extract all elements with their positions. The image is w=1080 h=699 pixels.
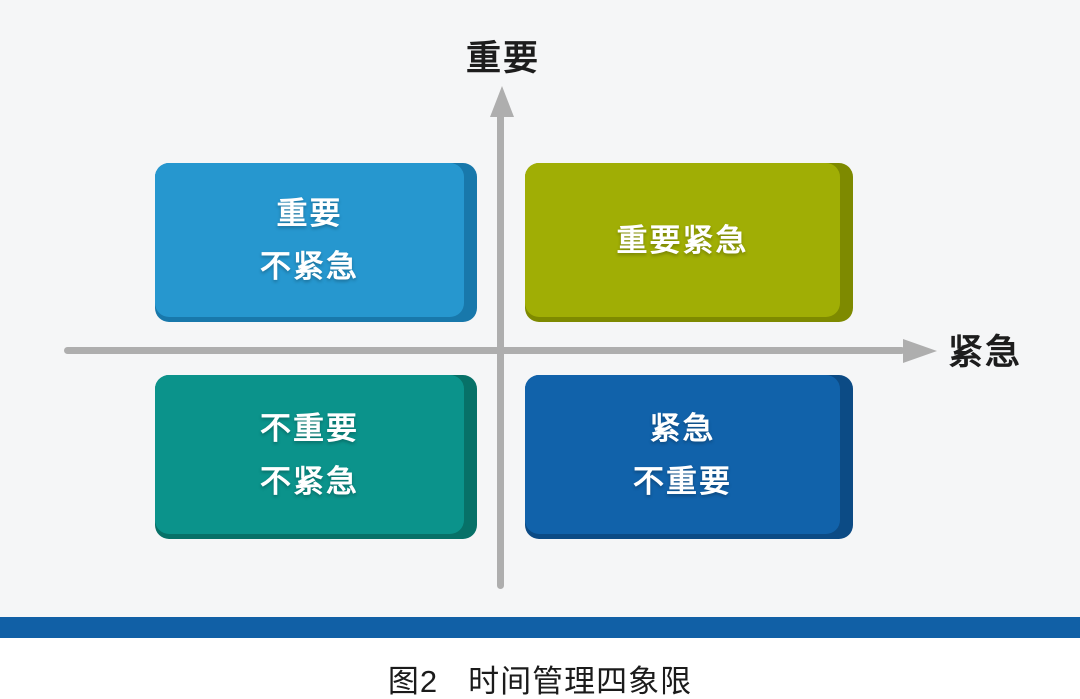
quadrant-label-line: 重要 (276, 196, 343, 231)
quadrant-important-urgent: 重要紧急 (525, 163, 853, 322)
quadrant-face: 紧急 不重要 (525, 375, 840, 534)
x-axis-label: 紧急 (948, 333, 1023, 372)
quadrant-not-important-not-urgent: 不重要 不紧急 (155, 375, 477, 539)
y-axis-label: 重要 (465, 39, 540, 78)
figure-caption-title: 时间管理四象限 (468, 664, 693, 699)
x-axis-line (64, 347, 905, 354)
quadrant-label-line: 不重要 (633, 463, 732, 499)
footer-divider-bar (0, 617, 1080, 638)
quadrant-urgent-not-important: 紧急 不重要 (525, 375, 853, 539)
quadrant-face: 重要 不紧急 (155, 163, 464, 317)
quadrant-label-line: 不紧急 (260, 463, 359, 499)
quadrant-face: 不重要 不紧急 (155, 375, 464, 534)
quadrant-label-line: 不紧急 (260, 249, 359, 284)
quadrant-label-line: 不重要 (260, 410, 359, 446)
quadrant-label-line: 紧急 (649, 410, 716, 446)
figure-caption: 图2 时间管理四象限 (0, 656, 1080, 699)
figure-caption-label: 图2 (387, 664, 439, 699)
quadrant-important-not-urgent: 重要 不紧急 (155, 163, 477, 322)
quadrant-face: 重要紧急 (525, 163, 840, 317)
quadrant-label-line: 重要紧急 (616, 222, 749, 258)
